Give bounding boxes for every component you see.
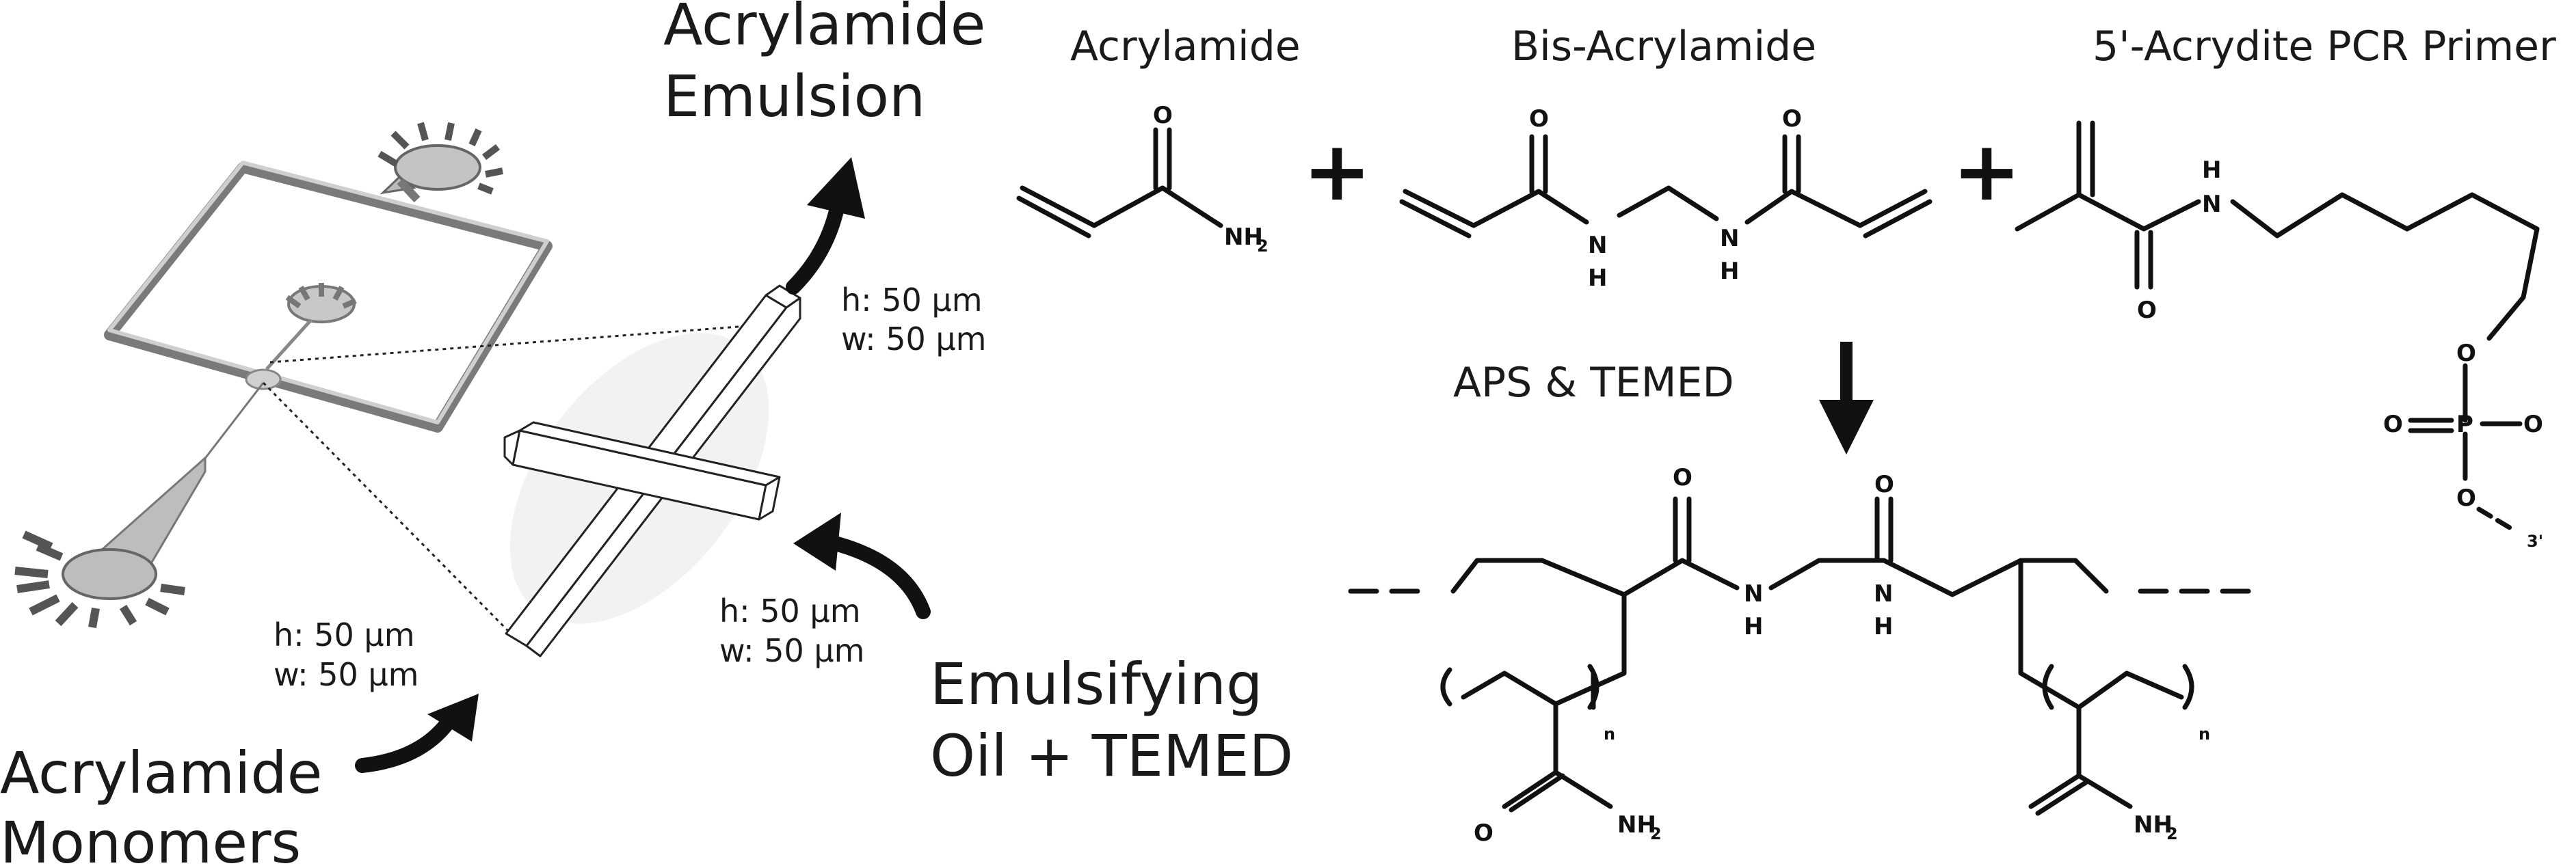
bis-hydrogen-right: H (1720, 258, 1739, 285)
dim-left-height: h: 50 µm (274, 616, 415, 653)
acrylamide-oxygen: O (1153, 102, 1173, 129)
phosphate-oxygen-bottom: O (2456, 485, 2476, 512)
polymer-pendant-amine-right-sub: 2 (2166, 824, 2178, 843)
polymer-nitrogen-right: N (1874, 580, 1893, 608)
primer-hydrogen: H (2202, 157, 2221, 184)
reaction-arrow (1819, 342, 1874, 455)
flow-arrows (355, 157, 931, 773)
process-labels: Acrylamide Emulsion Acrylamide Monomers … (0, 0, 1293, 868)
polymer-hydrogen-right: H (1874, 613, 1893, 640)
polymer-pendant-amine-right: NH (2134, 811, 2173, 839)
polymer-pendant-oxygen: O (1474, 819, 1493, 847)
oil-label-line1: Emulsifying (930, 651, 1262, 718)
repeat-index-left: n (1604, 724, 1615, 744)
bottom-left-reservoir (14, 530, 185, 629)
polymer-pendant-amine-left: NH (1617, 811, 1656, 839)
emulsion-label-line1: Acrylamide (663, 0, 985, 58)
microfluidic-chip (14, 122, 767, 634)
polymer-pendant-amine-left-sub: 2 (1650, 824, 1662, 843)
phosphorus: P (2456, 411, 2473, 438)
chemistry-titles: Acrylamide Bis-Acrylamide 5'-Acrydite PC… (1070, 23, 2556, 407)
bis-nitrogen-right: N (1720, 225, 1739, 252)
acrylamide-amine-subscript: 2 (1257, 236, 1269, 256)
monomers-label-line2: Monomers (0, 809, 301, 868)
oil-label-line2: Oil + TEMED (930, 722, 1293, 789)
junction-zoom (503, 284, 801, 657)
acrylamide-structure: O NH 2 (1016, 102, 1269, 256)
dim-top-height: h: 50 µm (841, 282, 983, 318)
polymer-nitrogen-left: N (1744, 580, 1763, 608)
polymer-oxygen-right: O (1874, 471, 1894, 498)
polymer-oxygen-left: O (1673, 464, 1692, 491)
acrylamide-title: Acrylamide (1070, 23, 1301, 70)
bis-oxygen-right: O (1782, 105, 1802, 133)
polyacrylamide-structure: O O N H N H O NH 2 NH 2 n n (1348, 464, 2253, 847)
dim-left-width: w: 50 µm (274, 656, 419, 693)
monomers-label-line1: Acrylamide (0, 740, 322, 806)
primer-title: 5'-Acrydite PCR Primer (2093, 23, 2556, 70)
phosphate-oxygen-right: O (2523, 411, 2543, 438)
repeat-index-right: n (2199, 724, 2210, 744)
acrylamide-amine: NH (1224, 223, 1263, 251)
dim-right-height: h: 50 µm (719, 593, 861, 629)
primer-carbonyl-oxygen: O (2137, 297, 2157, 324)
bis-oxygen-left: O (1529, 105, 1549, 133)
plus-signs: + + (1303, 124, 2021, 219)
phosphate-oxygen-left: O (2383, 411, 2403, 438)
bis-acrylamide-structure: O O N H N H (1399, 105, 1933, 292)
primer-structure: O N H O P O O O 3' (2015, 120, 2543, 551)
plus-sign-1: + (1303, 124, 1372, 219)
primer-ester-oxygen: O (2456, 340, 2476, 367)
catalyst-label: APS & TEMED (1453, 359, 1734, 407)
bis-hydrogen-left: H (1588, 265, 1607, 292)
dim-top-width: w: 50 µm (841, 321, 986, 357)
primer-nitrogen: N (2202, 191, 2221, 218)
bis-nitrogen-left: N (1588, 232, 1607, 259)
plus-sign-2: + (1952, 124, 2021, 219)
emulsion-label-line2: Emulsion (663, 63, 925, 130)
top-reservoir (377, 122, 503, 203)
polymer-hydrogen-left: H (1744, 613, 1763, 640)
dim-right-width: w: 50 µm (719, 632, 864, 669)
bis-acrylamide-title: Bis-Acrylamide (1511, 23, 1816, 70)
center-reservoir (265, 283, 357, 370)
three-prime-label: 3' (2527, 532, 2543, 551)
